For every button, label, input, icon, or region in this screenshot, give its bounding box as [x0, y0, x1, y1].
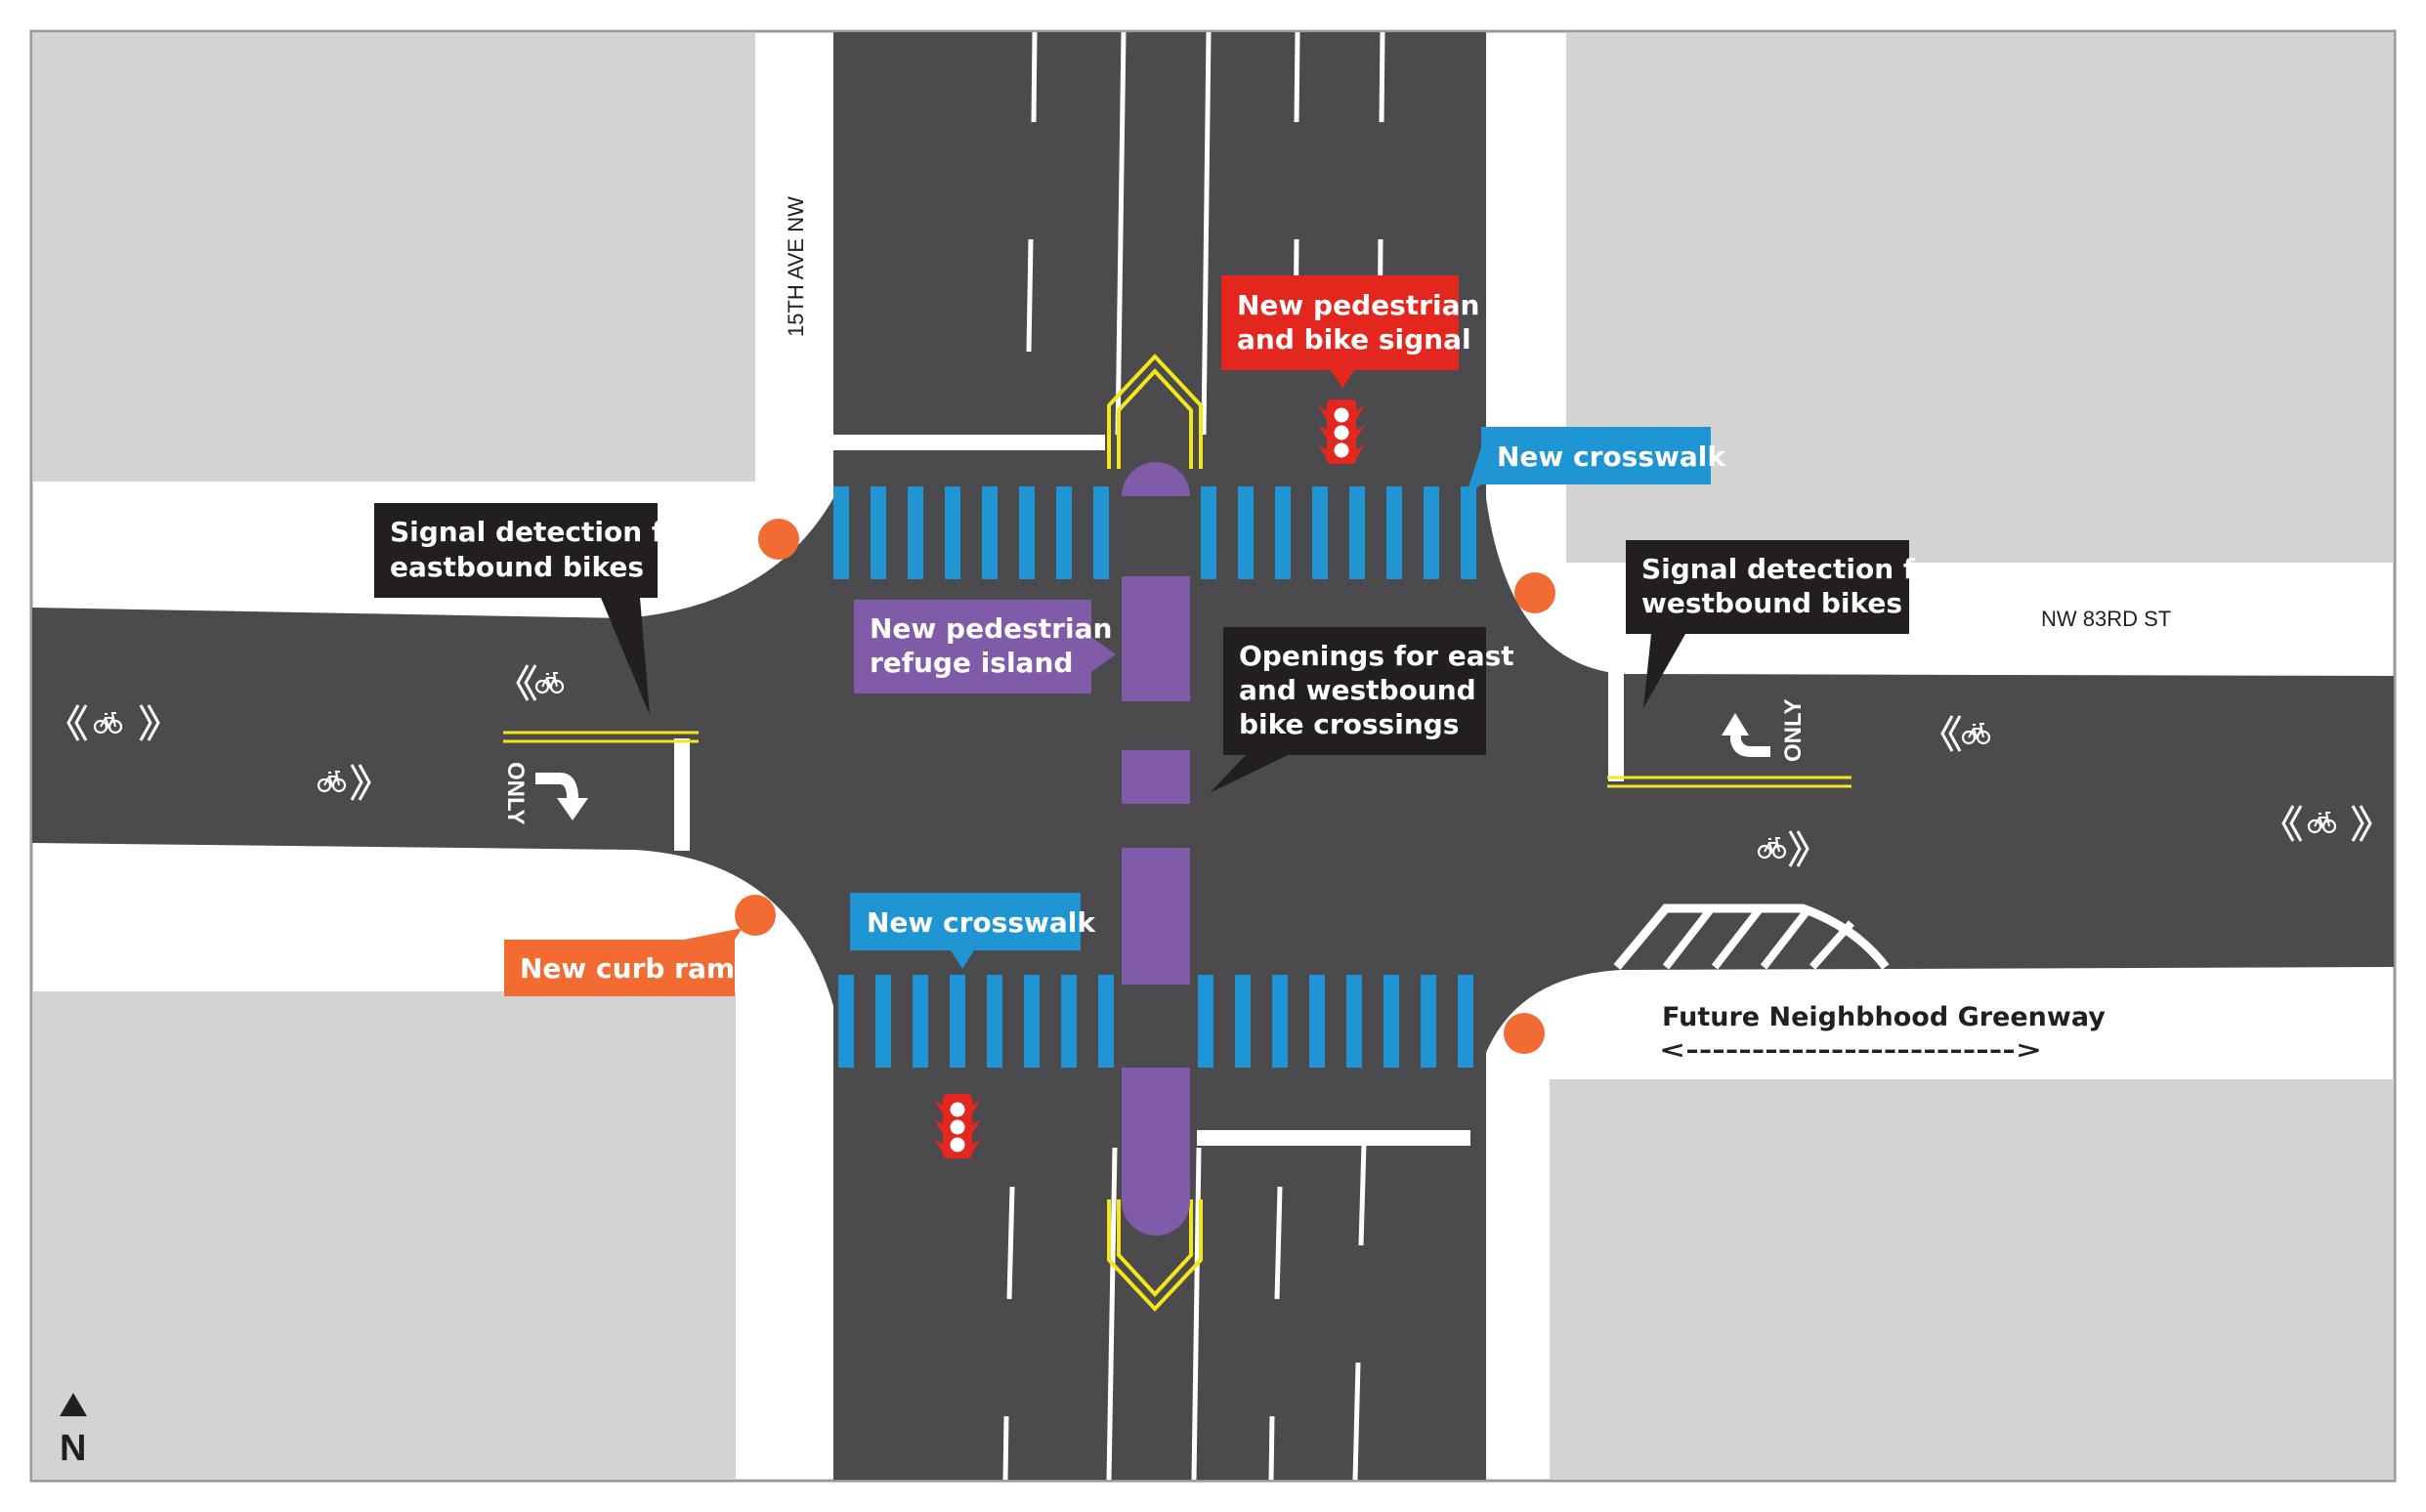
bike-sharrow-icon [66, 704, 160, 741]
bike-sharrow-icon [2281, 805, 2372, 842]
greenway-label: Future Neighbhood Greenway [1662, 1002, 2106, 1032]
greenway-arrow: <-------------------------> [1659, 1036, 2042, 1064]
bike-detection-lines [503, 731, 1851, 788]
street-name-nw-83rd: NW 83RD ST [2041, 607, 2171, 631]
refuge-island [1122, 462, 1190, 1236]
curb-extension-hatch [1613, 903, 1890, 970]
crosswalk-north [833, 486, 1476, 579]
bike-sharrow-icon [1940, 715, 1991, 752]
north-arrow-icon [60, 1393, 87, 1416]
svg-text:New crosswalk: New crosswalk [1497, 441, 1726, 473]
only-marking-right: ONLY [1780, 699, 1807, 762]
city-blocks [32, 32, 2394, 1480]
svg-text:New crosswalk: New crosswalk [867, 906, 1096, 939]
compass-north-label: N [60, 1428, 86, 1469]
bike-sharrow-icon [516, 664, 565, 701]
svg-text:New curb ramp: New curb ramp [520, 952, 754, 985]
bike-sharrow-icon [317, 764, 371, 801]
bike-sharrow-icon [1757, 830, 1809, 867]
crosswalk-south [838, 975, 1473, 1068]
only-marking-left: ONLY [502, 762, 529, 824]
callout-new-crosswalk-south: New crosswalk [850, 893, 1096, 969]
median-chevrons [1107, 354, 1203, 1312]
callout-curb-ramp: New curb ramp [504, 928, 754, 996]
curb-ramp-marker-icon [735, 519, 1555, 1054]
left-turn-arrow [1722, 713, 1770, 757]
right-turn-arrow [535, 773, 588, 820]
stop-bars [674, 435, 1624, 1146]
street-name-15th-ave: 15TH AVE NW [784, 196, 808, 337]
callout-new-crosswalk-north: New crosswalk [1466, 427, 1726, 496]
